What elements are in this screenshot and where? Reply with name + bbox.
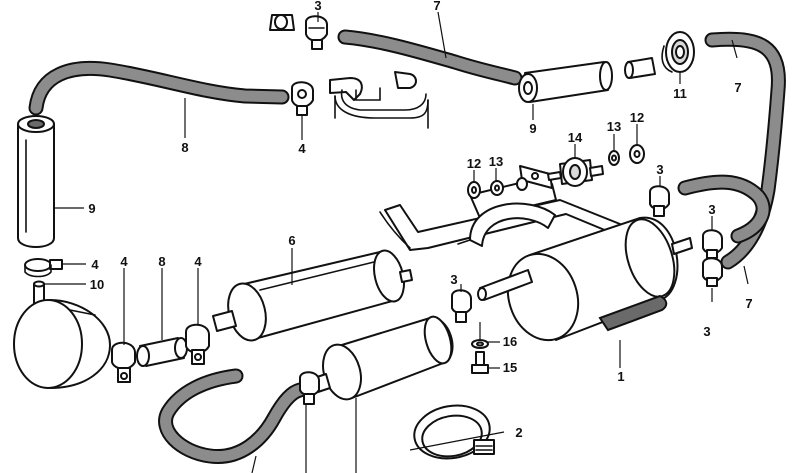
- hose-clamp-3-lower: [299, 371, 320, 405]
- callout-6: 6: [288, 233, 295, 248]
- hose-lower-s: [158, 368, 308, 464]
- callout-16: 16: [503, 334, 517, 349]
- fuel-filter-6: [212, 249, 413, 342]
- callout-13-right: 13: [607, 119, 621, 134]
- washer-13-left: [490, 180, 504, 196]
- callout-4-left: 4: [91, 257, 99, 272]
- nut-12-right: [629, 144, 645, 164]
- callout-11: 11: [673, 86, 687, 101]
- hose-clamp-3-right-top: [649, 185, 670, 217]
- filter-cap: [13, 299, 111, 389]
- callout-8-top: 8: [181, 140, 188, 155]
- hose-clamp-3-right-mid: [702, 229, 723, 259]
- callout-3-pump: 3: [450, 272, 457, 287]
- hose-7-top: [337, 29, 523, 86]
- callout-3-right-top: 3: [656, 162, 663, 177]
- band-clamp-2: [413, 404, 495, 460]
- hose-clamp-3-top: [305, 15, 328, 50]
- grommet-11: [661, 31, 695, 73]
- callout-4-top: 4: [298, 141, 306, 156]
- pump-strap-ring: [457, 202, 556, 247]
- callout-12-right: 12: [630, 110, 644, 125]
- hose-sleeve-9-left: [17, 115, 55, 248]
- callout-12-left: 12: [467, 156, 481, 171]
- callout-4-lower-left: 4: [120, 254, 128, 269]
- fuel-pump-1: [477, 216, 693, 342]
- elbow-fitting-with-bracket: [329, 71, 429, 129]
- hose-sleeve-9-top: [518, 61, 613, 103]
- washer-12-left: [467, 181, 481, 199]
- callout-15: 15: [503, 360, 517, 375]
- hose-clamp-3-right-low: [702, 257, 723, 287]
- callout-10: 10: [90, 277, 104, 292]
- hose-8-upper: [28, 60, 290, 116]
- rubber-mount-14: [547, 157, 604, 187]
- callout-4-middle: 4: [194, 254, 202, 269]
- callout-labels: 3 7 7 11 9 8 4 9 4 10 4 8 4 6 12 13 14 1…: [88, 0, 752, 440]
- hose-clamp-4-left: [24, 258, 63, 278]
- callout-9-left: 9: [88, 201, 95, 216]
- hose-7-middle: [677, 174, 771, 244]
- callout-3-top: 3: [314, 0, 321, 13]
- washer-small-left: [516, 177, 528, 191]
- callout-1: 1: [617, 369, 624, 384]
- small-sleeve: [624, 57, 656, 79]
- callout-7-top: 7: [433, 0, 440, 13]
- callout-8-lower: 8: [158, 254, 165, 269]
- callout-3-right-mid: 3: [708, 202, 715, 217]
- fuel-filter-lower: [313, 315, 454, 401]
- leader-lower-hose: [251, 455, 257, 473]
- callout-13-left: 13: [489, 154, 503, 169]
- callout-3-right-low: 3: [703, 324, 710, 339]
- leader-lines: [44, 11, 749, 451]
- callout-7-lower-right: 7: [745, 296, 752, 311]
- bolt-15: [471, 351, 489, 374]
- hose-clamp-4-top: [291, 81, 314, 116]
- washer-16: [471, 339, 489, 349]
- hose-clamp-4-lower-left: [111, 341, 136, 383]
- callout-9-top: 9: [529, 121, 536, 136]
- washer-13-right: [608, 150, 620, 166]
- callout-14: 14: [568, 130, 583, 145]
- callout-7-right: 7: [734, 80, 741, 95]
- callout-2: 2: [515, 425, 522, 440]
- hose-clamp-4-middle: [185, 323, 210, 365]
- pipe-stub-top: [269, 14, 295, 31]
- hose-8-lower: [136, 337, 188, 367]
- hose-clamp-3-pump: [451, 289, 472, 323]
